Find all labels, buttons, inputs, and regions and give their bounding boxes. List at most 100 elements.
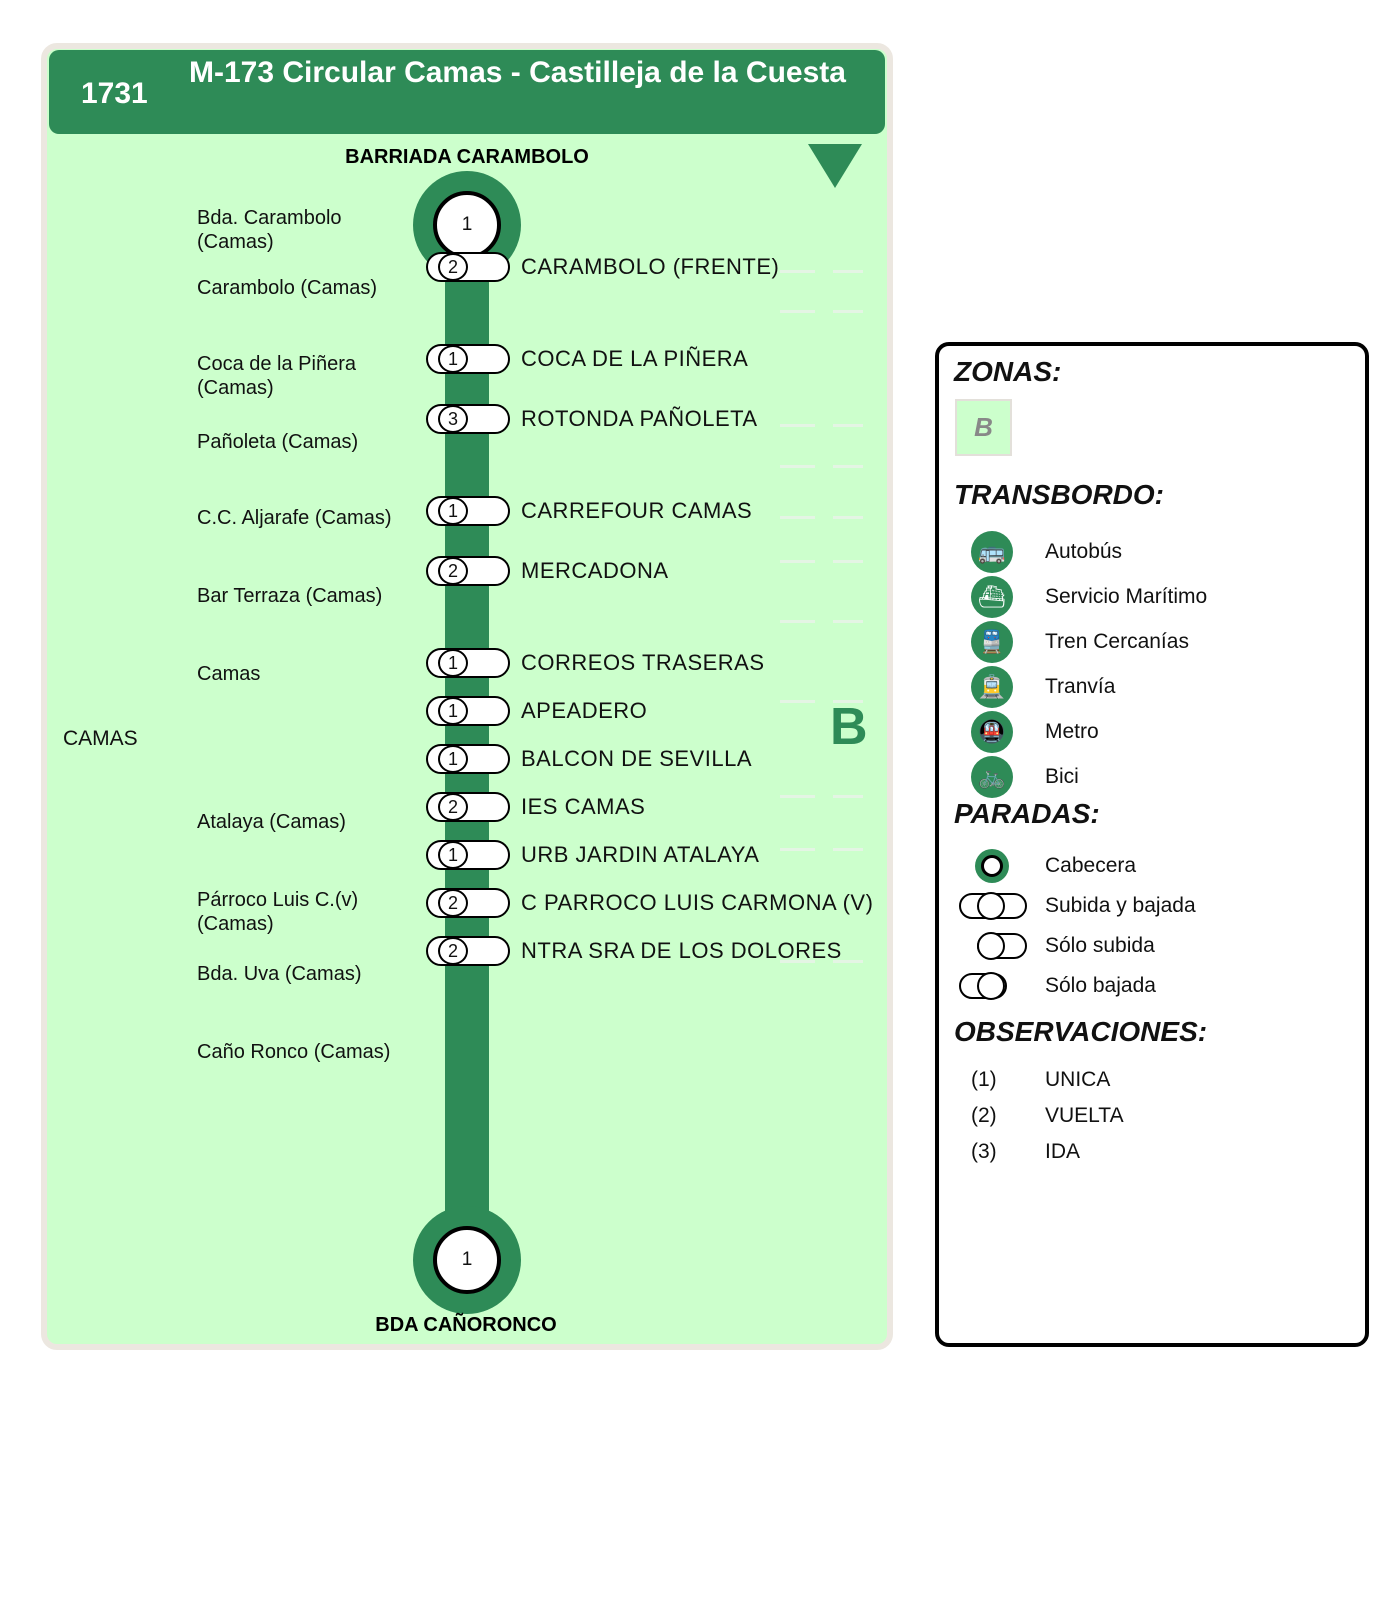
route-title: M-173 Circular Camas - Castilleja de la … [189, 56, 846, 89]
stop-marker[interactable]: 1 [426, 696, 510, 726]
notes-title: OBSERVACIONES: [954, 1016, 1208, 1047]
stop-note-number: 1 [438, 841, 468, 869]
stop-marker[interactable]: 1 [426, 744, 510, 774]
guide-dash [780, 310, 815, 313]
stop-name: URB JARDIN ATALAYA [521, 842, 760, 867]
guide-dash [780, 700, 815, 703]
stop-note-number: 1 [438, 497, 468, 525]
stop-marker[interactable]: 1 [426, 496, 510, 526]
metro-icon: 🚇 [971, 711, 1013, 753]
guide-dash [780, 516, 815, 519]
stop-marker[interactable]: 2 [426, 936, 510, 966]
stop-row[interactable]: 2 C PARROCO LUIS CARMONA (V) [0, 888, 900, 922]
stop-row[interactable]: 1 URB JARDIN ATALAYA [0, 840, 900, 874]
stop-marker[interactable]: 2 [426, 556, 510, 586]
stop-type-label: Sólo subida [1045, 934, 1155, 957]
stop-note-number: 1 [438, 649, 468, 677]
stop-row[interactable]: 1 CORREOS TRASERAS [0, 648, 900, 682]
stop-row[interactable]: 2 NTRA SRA DE LOS DOLORES [0, 936, 900, 970]
stop-row[interactable]: 1 APEADERO [0, 696, 900, 730]
stop-row[interactable]: 2 IES CAMAS [0, 792, 900, 826]
stop-name: BALCON DE SEVILLA [521, 746, 753, 771]
legend-panel: ZONAS: B TRANSBORDO: 🚌Autobús⛴Servicio M… [935, 342, 1369, 1347]
bike-icon: 🚲 [971, 756, 1013, 798]
stop-marker[interactable]: 2 [426, 792, 510, 822]
terminal-bottom-marker[interactable]: 1 [413, 1206, 521, 1314]
stop-locality: Pañoleta (Camas) [197, 431, 359, 453]
municipality-label: CAMAS [63, 727, 138, 750]
stop-marker[interactable]: 3 [426, 404, 510, 434]
stop-row[interactable]: 1 CARREFOUR CAMAS [0, 496, 900, 530]
stop-note-number: 3 [438, 405, 468, 433]
stop-marker[interactable]: 2 [426, 888, 510, 918]
stop-note-number: 2 [438, 557, 468, 585]
note-label: UNICA [1045, 1068, 1111, 1091]
ferry-icon: ⛴ [971, 576, 1013, 618]
cabecera-symbol-icon [959, 849, 1029, 883]
stop-note-number: 1 [438, 697, 468, 725]
board-alight-symbol-icon [959, 891, 1029, 921]
stop-note-number: 2 [438, 793, 468, 821]
guide-dash [833, 560, 863, 563]
guide-dash [833, 848, 863, 851]
stop-locality: Bda. Uva (Camas) [197, 963, 362, 985]
stop-locality: Bda. Carambolo (Camas) [197, 207, 342, 253]
guide-dash [780, 795, 815, 798]
transfer-label: Tren Cercanías [1045, 630, 1189, 653]
stop-note-number: 2 [438, 937, 468, 965]
stop-note-number: 1 [438, 745, 468, 773]
stop-marker[interactable]: 1 [426, 648, 510, 678]
board-only-symbol-icon [959, 931, 1029, 961]
stop-types-title: PARADAS: [954, 798, 1100, 829]
stop-marker[interactable]: 1 [426, 840, 510, 870]
guide-dash [780, 960, 815, 963]
zone-badge: B [955, 399, 1012, 456]
stop-note-number: 1 [438, 345, 468, 373]
stop-locality: Atalaya (Camas) [197, 811, 346, 833]
alight-only-symbol-icon [959, 971, 1029, 1001]
transfer-label: Metro [1045, 720, 1099, 743]
stop-name: IES CAMAS [521, 794, 646, 819]
transfer-title: TRANSBORDO: [954, 479, 1164, 510]
stop-name: MERCADONA [521, 558, 669, 583]
stop-row[interactable]: 2 CARAMBOLO (FRENTE) [0, 252, 900, 286]
stop-name: CARAMBOLO (FRENTE) [521, 254, 780, 279]
train-icon: 🚆 [971, 621, 1013, 663]
stop-row[interactable]: 1 BALCON DE SEVILLA [0, 744, 900, 778]
stop-marker[interactable]: 2 [426, 252, 510, 282]
route-line [445, 220, 489, 1260]
guide-dash [780, 270, 815, 273]
zone-letter: B [830, 698, 868, 756]
stop-locality: C.C. Aljarafe (Camas) [197, 507, 392, 529]
note-label: VUELTA [1045, 1104, 1124, 1127]
stop-row[interactable]: 2 MERCADONA [0, 556, 900, 590]
route-code: 1731 [81, 77, 148, 110]
note-label: IDA [1045, 1140, 1081, 1163]
terminal-bottom-number: 1 [433, 1226, 501, 1294]
stop-row[interactable]: 3 ROTONDA PAÑOLETA [0, 404, 900, 438]
transfer-label: Tranvía [1045, 675, 1116, 698]
stop-name: NTRA SRA DE LOS DOLORES [521, 938, 842, 963]
stop-name: CARREFOUR CAMAS [521, 498, 753, 523]
terminal-top-number: 1 [433, 191, 501, 259]
route-header: 1731 M-173 Circular Camas - Castilleja d… [49, 50, 885, 134]
guide-dash [833, 700, 863, 703]
note-code: (2) [971, 1104, 997, 1127]
stop-name: CORREOS TRASERAS [521, 650, 765, 675]
guide-dash [833, 620, 863, 623]
guide-dash [780, 848, 815, 851]
stop-type-label: Subida y bajada [1045, 894, 1196, 917]
transfer-label: Bici [1045, 765, 1079, 788]
note-code: (1) [971, 1068, 997, 1091]
stop-marker[interactable]: 1 [426, 344, 510, 374]
stop-name: APEADERO [521, 698, 648, 723]
terminal-bottom-label: BDA CAÑORONCO [375, 1314, 557, 1336]
stop-locality: Carambolo (Camas) [197, 277, 378, 299]
stop-name: C PARROCO LUIS CARMONA (V) [521, 890, 874, 915]
tram-icon: 🚊 [971, 666, 1013, 708]
stop-note-number: 2 [438, 889, 468, 917]
stop-locality: Bar Terraza (Camas) [197, 585, 383, 607]
guide-dash [780, 560, 815, 563]
stop-name: ROTONDA PAÑOLETA [521, 406, 758, 431]
